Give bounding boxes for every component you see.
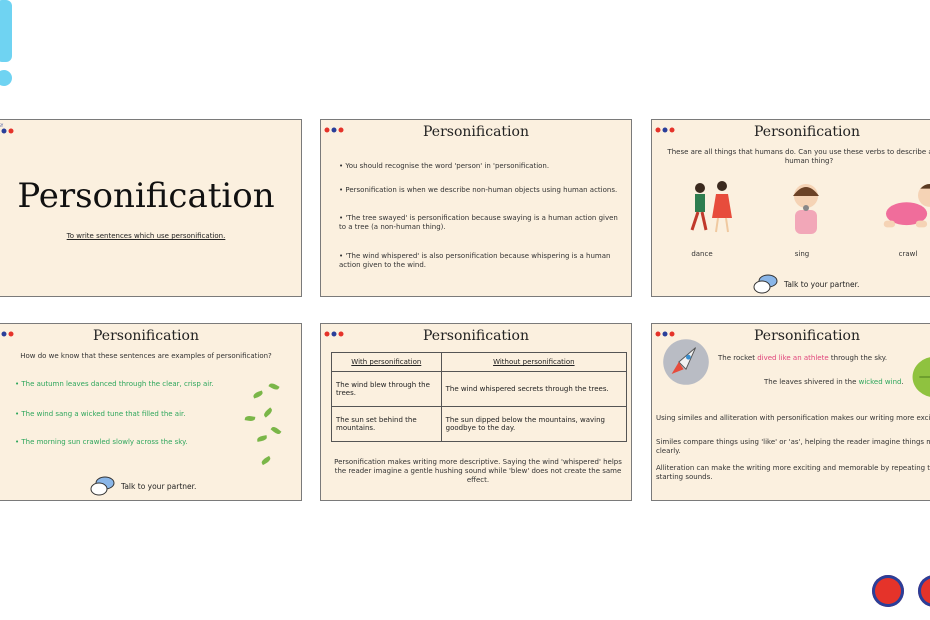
bullet-4: • 'The wind whispered' is also personifi… (339, 252, 611, 269)
slide-thumbnail-3[interactable]: Personification These are all things tha… (651, 119, 930, 297)
speech-bubbles-icon (753, 274, 778, 294)
crawling-baby-icon (883, 184, 930, 228)
speech-bubbles-icon (90, 476, 115, 496)
verb-crawl: crawl (898, 250, 918, 258)
slide-thumbnail-5[interactable]: Personification With personification Wit… (320, 323, 632, 501)
slide-title: Personification (423, 328, 529, 344)
table-header: Without personification (440, 352, 628, 372)
slide-question: How do we know that these sentences are … (20, 352, 272, 360)
leaf-icon (912, 357, 930, 397)
leaf-icon (270, 425, 282, 436)
leaf-icon (244, 415, 256, 422)
slide-title: Personification (754, 124, 860, 140)
logo-icon (655, 331, 675, 337)
slide-title: Personification (17, 176, 275, 216)
table-cell: The wind blew through the trees. (331, 371, 442, 407)
verb-sing: sing (794, 250, 810, 258)
table-cell: The sun dipped below the mountains, wavi… (440, 406, 628, 442)
table-cell: The wind whispered secrets through the t… (440, 371, 628, 407)
leaf-icon (268, 381, 280, 392)
slide-thumbnail-1[interactable]: EASY Personification To write sentences … (0, 119, 302, 297)
bullet-3: • 'The tree swayed' is personification b… (339, 214, 618, 231)
slide-thumbnail-6[interactable]: Personification The rocket dived like an… (651, 323, 930, 501)
sentence-3: • The morning sun crawled slowly across … (15, 438, 188, 446)
table-row: The sun set behind the mountains. The su… (331, 406, 628, 442)
logo-icon (324, 331, 344, 337)
leaf-icon (252, 390, 264, 399)
paint-splat-icon (872, 575, 904, 607)
singing-girl-icon (793, 184, 819, 234)
table-header: With personification (331, 352, 442, 372)
slide-title: Personification (423, 124, 529, 140)
slide-note: Personification makes writing more descr… (334, 458, 622, 484)
highlight-simile: dived like an athlete (757, 354, 829, 362)
slide-title: Personification (754, 328, 860, 344)
verb-dance: dance (691, 250, 713, 258)
sentence-1: • The autumn leaves danced through the c… (15, 380, 214, 388)
point-3: Alliteration can make the writing more e… (656, 464, 930, 481)
comparison-table: With personification Without personifica… (331, 352, 628, 442)
talk-label: Talk to your partner. (784, 279, 860, 289)
point-1: Using similes and alliteration with pers… (656, 414, 930, 422)
sentence-2: • The wind sang a wicked tune that fille… (15, 410, 186, 418)
svg-text:EASY: EASY (0, 123, 4, 128)
logo-icon (655, 127, 675, 133)
leaf-icon (256, 435, 268, 442)
logo-icon (1, 331, 14, 337)
talk-prompt: Talk to your partner. (752, 274, 859, 294)
slide-subtitle: To write sentences which use personifica… (66, 232, 226, 240)
table-cell: The sun set behind the mountains. (331, 406, 442, 442)
rocket-icon (663, 339, 709, 385)
bullet-1: • You should recognise the word 'person'… (339, 162, 550, 170)
logo-icon (324, 127, 344, 133)
slide-question: These are all things that humans do. Can… (667, 148, 930, 165)
bullet-2: • Personification is when we describe no… (339, 186, 618, 194)
dancing-couple-icon (690, 181, 732, 233)
highlight-alliteration: wicked wind (858, 378, 902, 386)
slide-thumbnail-4[interactable]: Personification How do we know that thes… (0, 323, 302, 501)
slide-title: Personification (93, 328, 199, 344)
talk-prompt: Talk to your partner. (89, 476, 196, 496)
rocket-sentence: The rocket dived like an athlete through… (718, 354, 888, 362)
talk-label: Talk to your partner. (121, 481, 197, 491)
exclamation-mark-icon (0, 0, 12, 86)
leaves-sentence: The leaves shivered in the wicked wind. (764, 378, 904, 386)
logo-icon: EASY (0, 123, 14, 134)
slide-thumbnail-2[interactable]: Personification • You should recognise t… (320, 119, 632, 297)
table-row: The wind blew through the trees. The win… (331, 371, 628, 407)
leaf-icon (260, 455, 272, 466)
point-2: Similes compare things using 'like' or '… (656, 438, 930, 455)
paint-splat-icon (918, 575, 930, 607)
leaf-icon (262, 407, 274, 418)
